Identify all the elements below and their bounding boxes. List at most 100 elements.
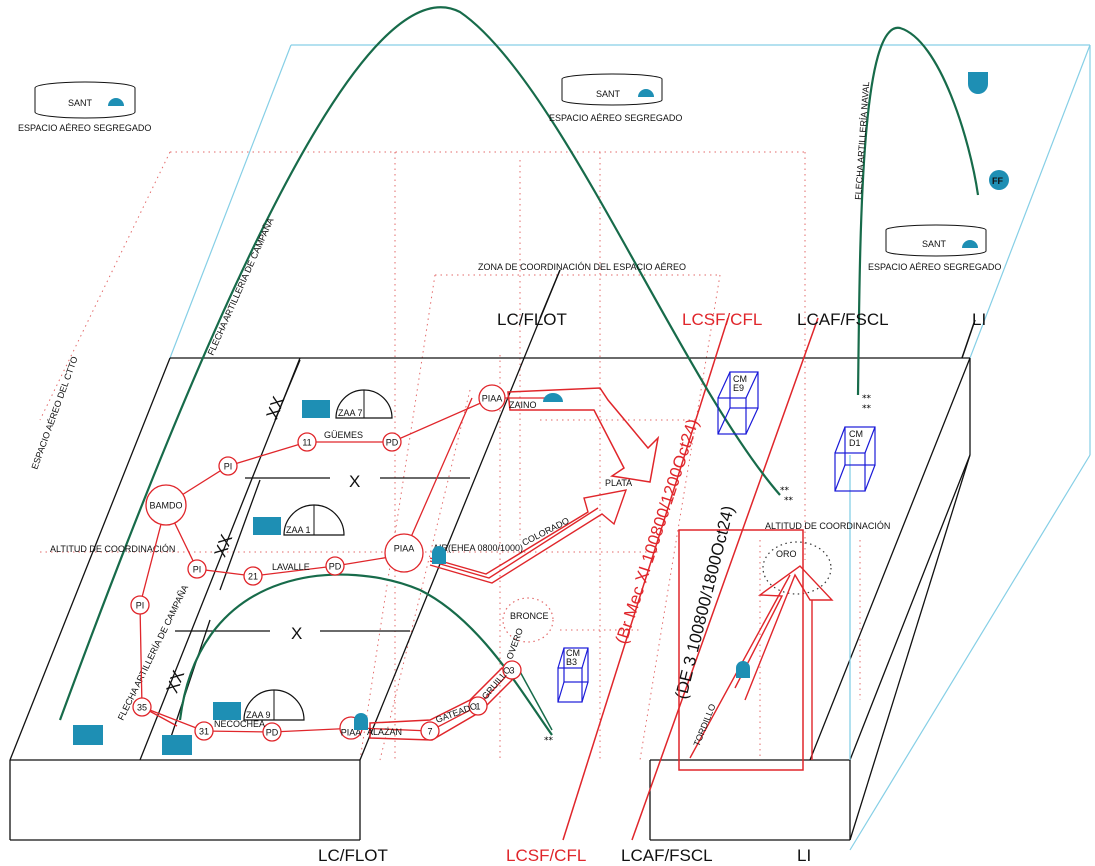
area-oro: ORO xyxy=(776,549,797,559)
lcaf-fscl-bottom: LCAF/FSCL xyxy=(621,846,713,865)
cm-b3-id: B3 xyxy=(566,657,577,667)
cm-b3: CM B3 xyxy=(557,647,589,703)
coord-altitude-label-2: ALTITUD DE COORDINACIÓN xyxy=(765,521,890,531)
pd-label-2: PD xyxy=(329,561,342,571)
piaa-node-2 xyxy=(384,533,424,573)
ff-icon-label: FF xyxy=(992,176,1003,186)
zaa-icon xyxy=(302,400,330,418)
piaa-label-2: PIAA xyxy=(394,543,415,553)
zaa-icon xyxy=(253,517,281,535)
unit-boundaries xyxy=(169,269,561,741)
unit-square-1 xyxy=(73,725,103,745)
cm-d1-id: D1 xyxy=(849,438,861,448)
zaa1-label: ZAA 1 xyxy=(286,525,311,535)
node-1-label: 1 xyxy=(475,701,480,711)
lcsf-cfl-top: LCSF/CFL xyxy=(682,310,762,329)
svg-text:⁎⁎: ⁎⁎ xyxy=(862,400,872,410)
pd-node-2 xyxy=(325,556,345,576)
lc-flot-bottom: LC/FLOT xyxy=(318,846,388,865)
tordillo-unit-icon xyxy=(736,661,750,678)
node-7-label: 7 xyxy=(427,726,432,736)
alazan-corridor xyxy=(369,666,514,741)
node-3 xyxy=(502,660,522,680)
pi-label-1: PI xyxy=(224,461,233,471)
node-35 xyxy=(132,697,152,717)
pd-node-3 xyxy=(262,722,282,742)
brigade-symbol-2: X xyxy=(291,624,302,643)
zaino-unit-icon xyxy=(543,393,563,402)
area-bronce: BRONCE xyxy=(510,611,549,621)
segregated-label-1: ESPACIO AÉREO SEGREGADO xyxy=(18,123,151,133)
cm-e9: CM E9 xyxy=(717,371,759,435)
zaa-7: ZAA 7 xyxy=(302,389,393,419)
sant-icon xyxy=(108,98,124,106)
air-unit-icon xyxy=(432,546,446,564)
lcsf-note: (Br Mec XI 100800/1200Oct24) xyxy=(612,417,703,647)
node-11 xyxy=(297,432,317,452)
impact-marks: ⁎⁎ ⁎⁎ ⁎⁎ ⁎⁎ ⁎⁎ xyxy=(544,390,872,742)
route-nodes: BAMDO PI 11 PD PIAA PI 21 PD PIAA PI 35 … xyxy=(130,384,522,742)
air-note: AIR(EHEA 0800/1000) xyxy=(433,543,523,553)
ff-icon xyxy=(989,170,1009,190)
coord-zone-label: ZONA DE COORDINACIÓN DEL ESPACIO AÉREO xyxy=(478,262,686,272)
li-bottom: LI xyxy=(797,846,811,865)
node-11-label: 11 xyxy=(302,437,311,447)
pd-node-1 xyxy=(382,432,402,452)
colorado-arrow xyxy=(429,489,628,584)
bamdo-node xyxy=(145,484,187,526)
ground-block xyxy=(9,269,971,841)
piaa-label-1: PIAA xyxy=(482,393,503,403)
zaa9-label: ZAA 9 xyxy=(246,710,271,720)
route-alazan: ALAZAN xyxy=(367,727,402,737)
segregated-label-2: ESPACIO AÉREO SEGREGADO xyxy=(549,113,682,123)
segregated-airspace-3: SANT ESPACIO AÉREO SEGREGADO xyxy=(868,224,1001,272)
alazan-unit-icon xyxy=(354,713,368,730)
route-zaino: ZAINO xyxy=(509,400,537,410)
route-colorado: COLORADO xyxy=(520,515,570,547)
route-guemes: GÜEMES xyxy=(324,430,363,440)
pi-node-1 xyxy=(218,456,238,476)
segregated-label-3: ESPACIO AÉREO SEGREGADO xyxy=(868,262,1001,272)
field-arty-label-2: FLECHA ARTILLERÍA DE CAMPAÑA xyxy=(116,583,190,722)
area-plata: PLATA xyxy=(605,478,632,488)
fscl-lines xyxy=(562,317,976,841)
piaa-node-1 xyxy=(478,384,506,412)
sant-label-1: SANT xyxy=(68,98,93,108)
coordination-volume-dots xyxy=(502,541,832,643)
airspace-volume xyxy=(169,44,1091,851)
svg-text:⁎⁎: ⁎⁎ xyxy=(544,732,554,742)
svg-text:⁎⁎: ⁎⁎ xyxy=(862,390,872,400)
node-3-label: 3 xyxy=(509,665,514,675)
cm-d1-label: CM xyxy=(849,429,863,439)
bronce-to-3 xyxy=(517,667,553,731)
lcsf-cfl-bottom: LCSF/CFL xyxy=(506,846,586,865)
coord-altitude-label-1: ALTITUD DE COORDINACIÓN xyxy=(50,544,175,554)
pi-node-2 xyxy=(187,559,207,579)
sant-label-2: SANT xyxy=(596,89,621,99)
brigade-symbol-1: X xyxy=(349,472,360,491)
piaa-label-3: PIAA xyxy=(341,727,362,737)
cm-d1: CM D1 xyxy=(834,426,876,492)
route-lavalle: LAVALLE xyxy=(272,562,310,572)
pd-label-3: PD xyxy=(266,727,279,737)
node-31 xyxy=(194,721,214,741)
naval-arty-label: FLECHA ARTILLERÍA NAVAL xyxy=(853,81,871,200)
li-top: LI xyxy=(972,310,986,329)
node-7 xyxy=(420,721,440,741)
svg-text:⁎⁎: ⁎⁎ xyxy=(780,482,790,492)
zaa7-label: ZAA 7 xyxy=(338,408,363,418)
cm-b3-label: CM xyxy=(566,648,580,658)
lcaf-note: (DE 3 100800/1800Oct24) xyxy=(671,504,737,701)
bamdo-label: BAMDO xyxy=(149,500,182,510)
cm-e9-label: CM xyxy=(733,374,747,384)
node-31-label: 31 xyxy=(199,726,209,736)
unit-square-2 xyxy=(162,735,192,755)
sant-icon xyxy=(962,240,978,248)
zaino-arrow xyxy=(507,387,660,483)
route-necochea: NECOCHEA xyxy=(214,719,265,729)
cttto-label: ESPACIO AÉREO DEL CTTO xyxy=(29,355,79,471)
node-35-label: 35 xyxy=(137,702,147,712)
cm-e9-id: E9 xyxy=(733,383,744,393)
